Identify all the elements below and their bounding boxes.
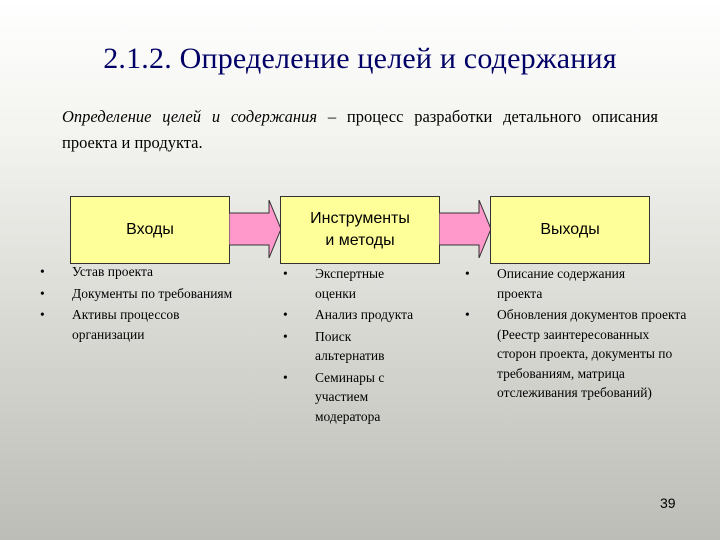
- definition-term: Определение целей и содержания: [62, 107, 318, 126]
- inputs-box-label: Входы: [126, 221, 174, 238]
- bullet-icon: •: [283, 369, 288, 385]
- outputs-list: •Описание содержания проекта •Обновления…: [465, 264, 695, 405]
- arrow-right-icon: [439, 200, 491, 258]
- bullet-icon: •: [283, 266, 288, 281]
- list-item: •Обновления документов проекта (Реестр з…: [465, 307, 687, 400]
- list-item: •Экспертные оценки: [283, 266, 385, 301]
- bullet-icon: •: [283, 328, 288, 344]
- bullet-icon: •: [40, 307, 45, 322]
- slide-title: 2.1.2. Определение целей и содержания: [103, 42, 617, 75]
- list-item: •Документы по требованиям: [40, 284, 270, 304]
- tools-list: •Экспертные оценки •Анализ продукта •Пои…: [283, 264, 443, 428]
- tools-box-label: Инструменты и методы: [310, 210, 410, 249]
- tools-box: Инструменты и методы: [280, 196, 440, 264]
- bullet-icon: •: [40, 264, 45, 279]
- bullet-icon: •: [283, 307, 288, 322]
- definition-text: – процесс разработки детального описания…: [62, 107, 658, 152]
- list-item: •Поиск альтернатив: [283, 328, 385, 364]
- outputs-box: Выходы: [490, 196, 650, 264]
- list-item: •Семинары с участием модератора: [283, 369, 385, 424]
- bullet-icon: •: [40, 285, 45, 301]
- arrow-right-icon: [229, 200, 281, 258]
- inputs-box: Входы: [70, 196, 230, 264]
- list-item: •Устав проекта: [40, 262, 270, 282]
- bullet-icon: •: [465, 266, 470, 281]
- inputs-list: •Устав проекта •Документы по требованиям…: [40, 262, 270, 346]
- list-item: •Активы процессов организации: [40, 307, 180, 342]
- list-item: •Анализ продукта: [283, 305, 443, 325]
- list-item: •Описание содержания проекта: [465, 266, 626, 301]
- definition-paragraph: Определение целей и содержания – процесс…: [62, 104, 658, 156]
- page-number: 39: [660, 495, 676, 511]
- bullet-icon: •: [465, 307, 470, 322]
- outputs-box-label: Выходы: [540, 221, 600, 238]
